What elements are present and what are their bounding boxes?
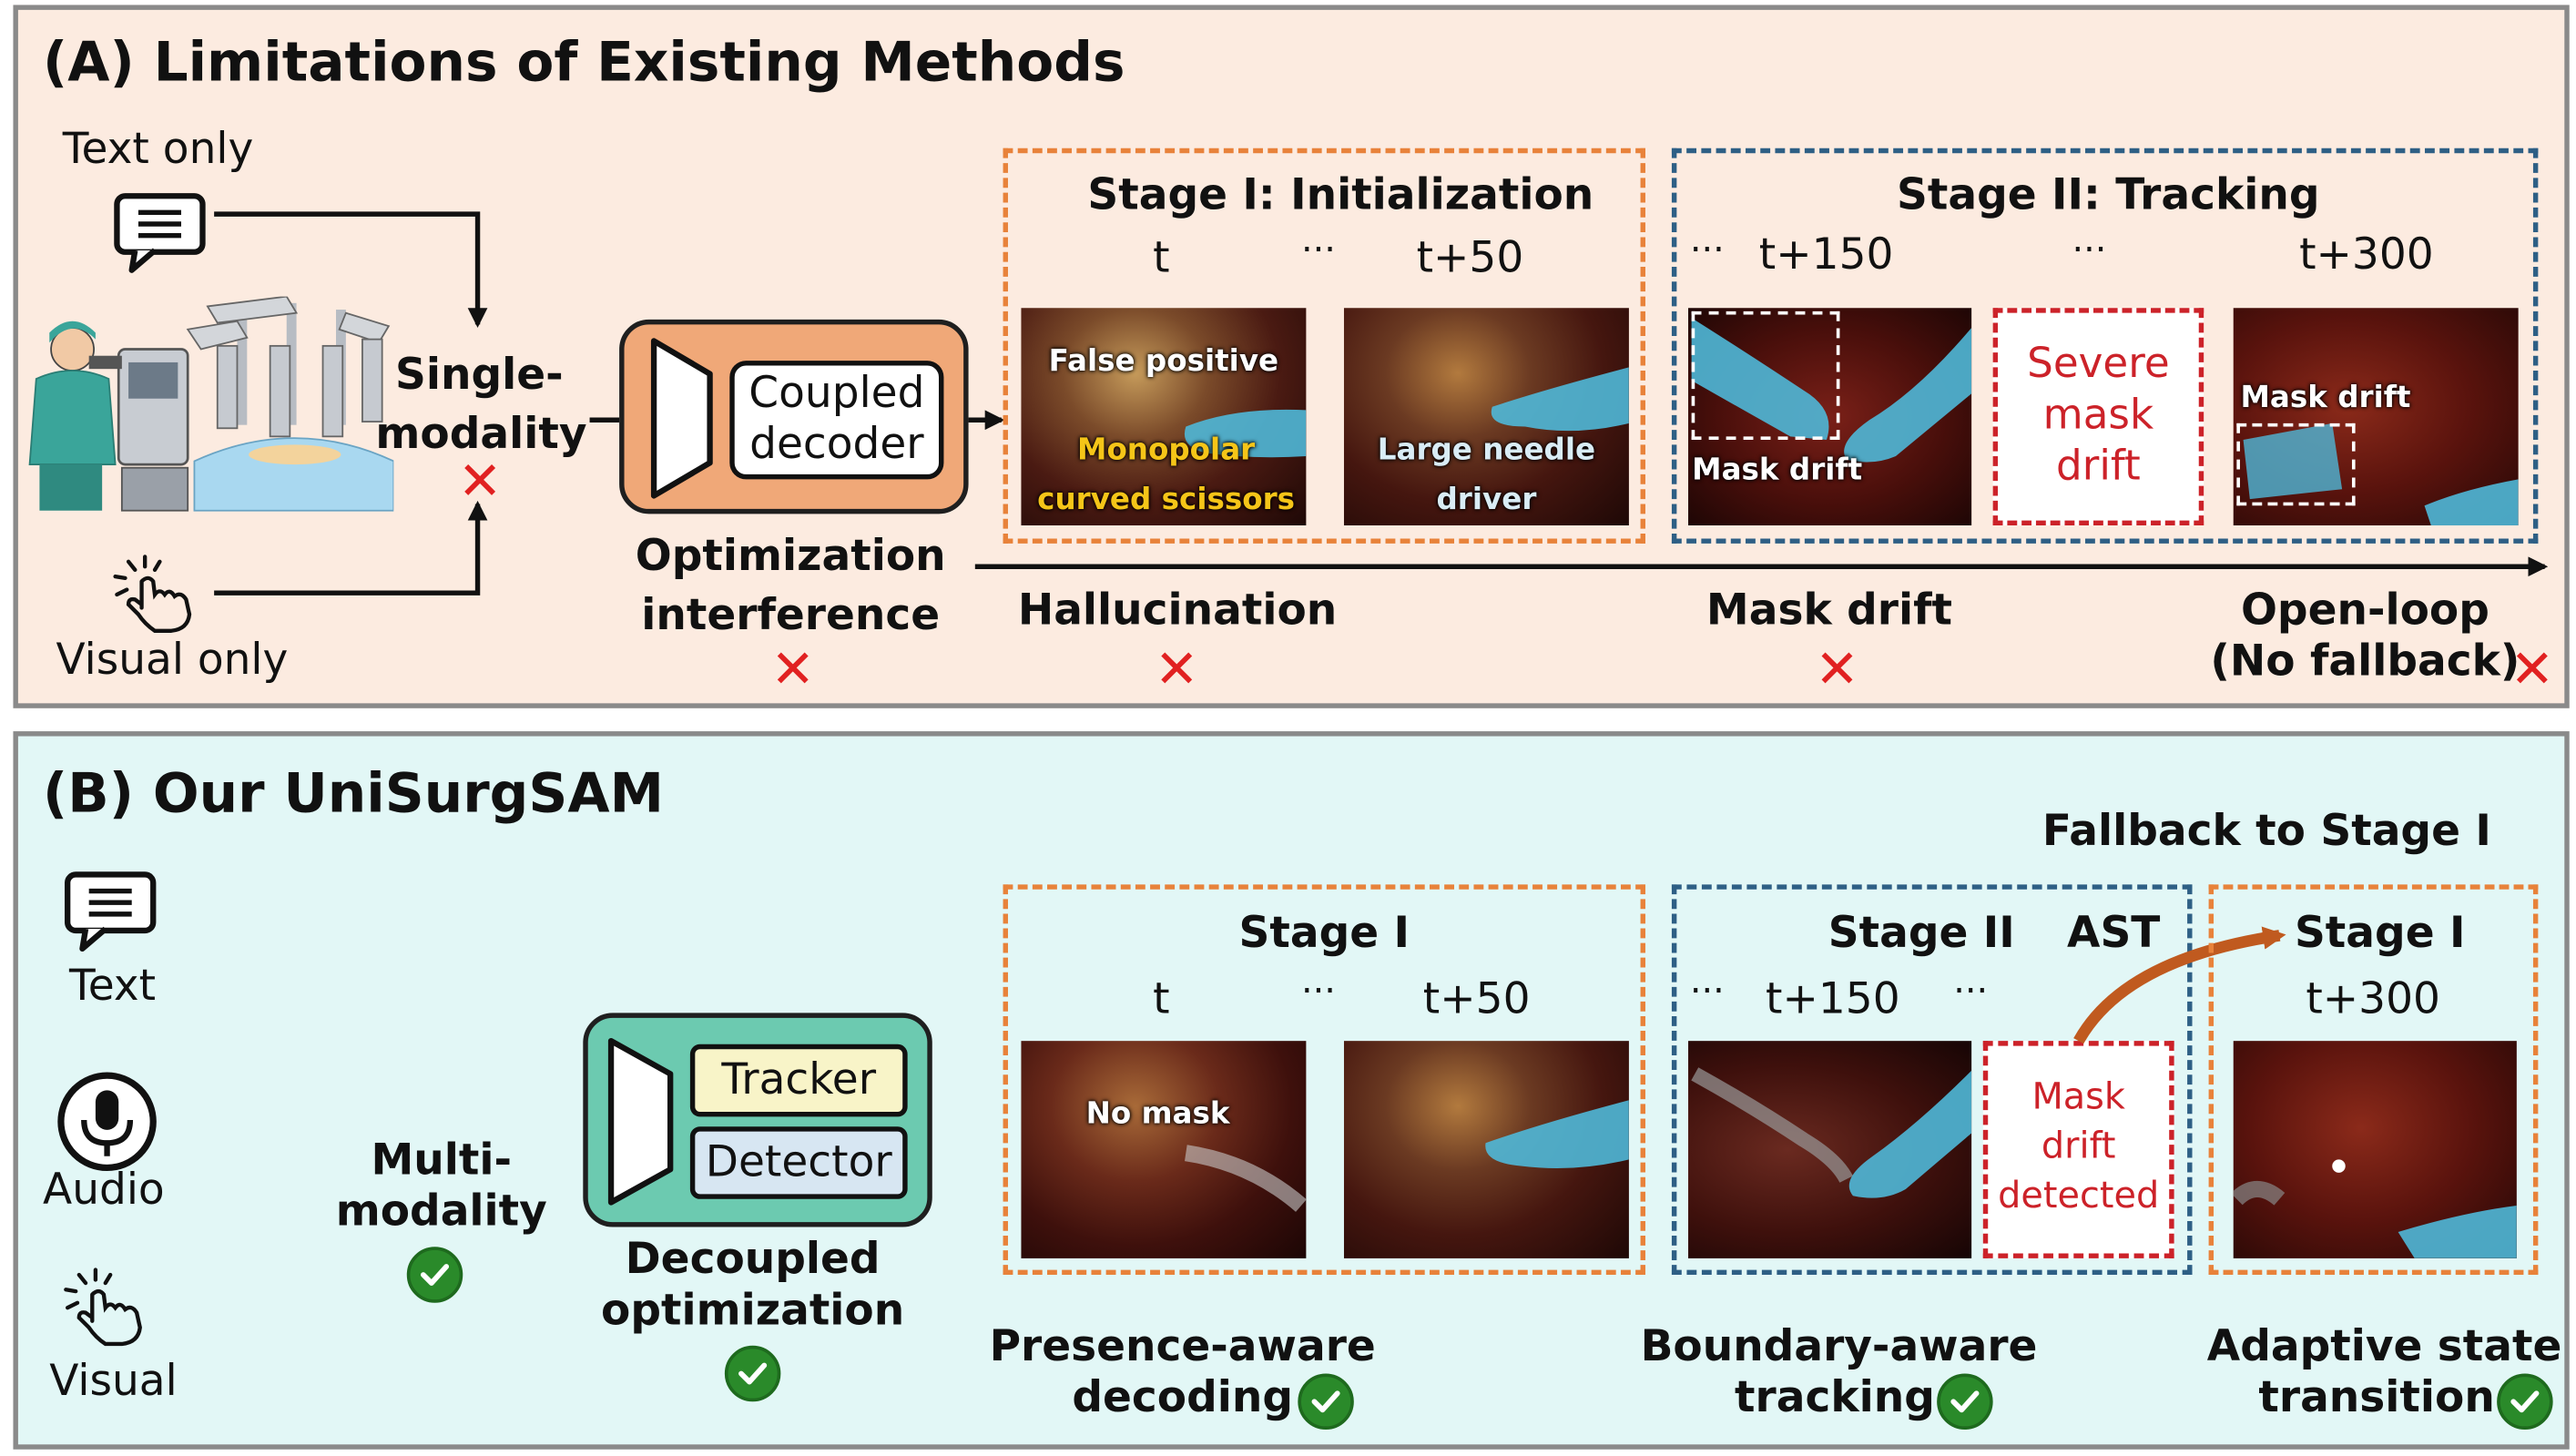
- monopolar-label: Monopolar curved scissors: [1037, 433, 1296, 517]
- stage2-box-a: [1671, 148, 2539, 544]
- no-mask-label: No mask: [1085, 1096, 1230, 1132]
- stage2-box-b: [1671, 884, 2193, 1276]
- multi-modality-label: Multi- modality: [335, 1136, 547, 1237]
- time-t300-b: t+300: [2306, 974, 2440, 1025]
- surgical-frame-b3: [1688, 1041, 1972, 1258]
- visual-input-label: Visual: [49, 1357, 178, 1407]
- stage1-title-a: Stage I: Initialization: [1087, 171, 1594, 221]
- speech-bubble-icon: [112, 191, 211, 277]
- surgical-frame-b4: [2233, 1041, 2517, 1258]
- severe-mask-drift-label: Severe mask drift: [2027, 339, 2170, 490]
- single-modality-label: Single- modality: [375, 351, 587, 460]
- mask-drift-overlay-1: Mask drift: [1692, 453, 1863, 488]
- ellipsis-a3: ···: [2072, 230, 2107, 272]
- surgical-frame-a1: False positive Monopolar curved scissors: [1021, 308, 1307, 526]
- surgical-robot-icon: [23, 295, 395, 519]
- boundary-aware-label: Boundary-aware tracking: [1640, 1322, 2038, 1423]
- stage1-box-a: [1003, 148, 1645, 544]
- stage2-title-b: Stage II: [1828, 909, 2015, 959]
- tap-hand-icon[interactable]: [59, 1265, 161, 1347]
- check-icon: [724, 1345, 781, 1402]
- time-t-b: t: [1153, 974, 1170, 1025]
- adaptive-state-label: Adaptive state transition: [2206, 1322, 2562, 1423]
- time-t50-b: t+50: [1422, 974, 1531, 1025]
- decoupled-optimization-label: Decoupled optimization: [601, 1235, 905, 1336]
- stage1-box-b-right: [2208, 884, 2539, 1276]
- mask-drift-label: Mask drift: [1705, 585, 1953, 636]
- text-input-label: Text: [68, 962, 157, 1012]
- stage1-box-b: [1003, 884, 1645, 1276]
- stage1-title-b-right: Stage I: [2294, 909, 2466, 959]
- coupled-decoder-label: Coupled decoder: [748, 369, 925, 470]
- detector-box: Detector: [689, 1126, 908, 1199]
- drift-region-box: [2236, 423, 2356, 506]
- time-t150-b: t+150: [1766, 974, 1900, 1025]
- ast-label: AST: [2067, 909, 2161, 959]
- optimization-interference-label: Optimization interference: [635, 532, 946, 641]
- hallucination-label: Hallucination: [1017, 585, 1338, 636]
- mask-drift-overlay-2: Mask drift: [2240, 380, 2411, 415]
- check-icon: [1937, 1373, 1993, 1431]
- coupled-decoder-block: Coupled decoder: [619, 319, 969, 514]
- stage2-title-a: Stage II: Tracking: [1897, 171, 2320, 221]
- presence-aware-label: Presence-aware decoding: [989, 1322, 1376, 1423]
- cross-icon: ✕: [770, 637, 816, 700]
- surgical-frame-a3: Mask drift: [1688, 308, 1972, 526]
- cross-icon: ✕: [1815, 637, 1859, 700]
- cross-icon: ✕: [1154, 637, 1199, 700]
- detector-label: Detector: [705, 1137, 892, 1188]
- text-only-label: Text only: [62, 125, 254, 175]
- coupled-decoder-inner: Coupled decoder: [729, 361, 944, 480]
- check-icon: [1298, 1373, 1354, 1431]
- fallback-label: Fallback to Stage I: [2041, 807, 2491, 857]
- cross-icon: ✕: [457, 449, 503, 513]
- ellipsis-b2: ···: [1689, 972, 1725, 1013]
- surgical-frame-b1: No mask: [1021, 1041, 1307, 1258]
- mask-drift-detected-label: Mask drift detected: [1998, 1076, 2160, 1217]
- microphone-icon[interactable]: [56, 1071, 158, 1173]
- ellipsis-b3: ···: [1953, 972, 1989, 1013]
- visual-only-label: Visual only: [56, 636, 289, 686]
- large-needle-label: Large needle driver: [1377, 433, 1596, 517]
- tracker-label: Tracker: [721, 1055, 877, 1105]
- severe-mask-drift-box: [1992, 308, 2204, 526]
- stage1-title-b: Stage I: [1238, 909, 1410, 959]
- time-t-a: t: [1153, 233, 1170, 284]
- speech-bubble-icon[interactable]: [63, 870, 162, 955]
- time-t150-a: t+150: [1758, 230, 1894, 280]
- surgical-frame-a4: Mask drift: [2233, 308, 2519, 526]
- ellipsis-a1: ···: [1300, 230, 1336, 272]
- ellipsis-b1: ···: [1300, 972, 1336, 1013]
- audio-input-label: Audio: [43, 1166, 165, 1216]
- decoupled-block: Tracker Detector: [583, 1013, 932, 1227]
- cross-icon: ✕: [2510, 637, 2555, 700]
- ellipsis-a2: ···: [1689, 230, 1725, 272]
- tracker-box: Tracker: [689, 1044, 908, 1117]
- drift-region-box: [1691, 311, 1840, 440]
- mask-drift-detected-box: [1982, 1041, 2174, 1258]
- check-icon: [2497, 1373, 2553, 1431]
- surgical-frame-b2: [1343, 1041, 1629, 1258]
- panel-a-title: (A) Limitations of Existing Methods: [43, 29, 1125, 95]
- panel-b-title: (B) Our UniSurgSAM: [43, 760, 665, 826]
- tap-hand-icon: [108, 552, 210, 634]
- time-t50-a: t+50: [1416, 233, 1524, 284]
- check-icon: [406, 1247, 463, 1303]
- time-t300-a: t+300: [2299, 230, 2434, 280]
- open-loop-label: Open-loop (No fallback): [2210, 585, 2520, 687]
- false-positive-label: False positive: [1048, 344, 1279, 380]
- surgical-frame-a2: Large needle driver: [1343, 308, 1629, 526]
